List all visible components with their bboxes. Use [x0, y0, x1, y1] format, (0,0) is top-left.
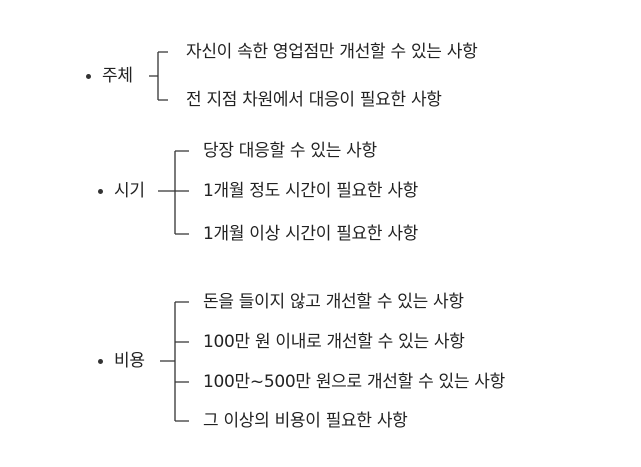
- item-timing-2: 1개월 정도 시간이 필요한 사항: [203, 181, 419, 201]
- item-cost-4: 그 이상의 비용이 필요한 사항: [203, 411, 408, 431]
- bracket-subject: [149, 51, 168, 101]
- item-timing-1: 당장 대응할 수 있는 사항: [203, 141, 377, 161]
- item-subject-1: 자신이 속한 영업점만 개선할 수 있는 사항: [186, 42, 478, 62]
- item-subject-2: 전 지점 차원에서 대응이 필요한 사항: [186, 90, 442, 110]
- item-cost-1: 돈을 들이지 않고 개선할 수 있는 사항: [203, 292, 464, 312]
- bracket-timing: [158, 150, 189, 235]
- item-timing-3: 1개월 이상 시간이 필요한 사항: [203, 224, 419, 244]
- item-cost-3: 100만~500만 원으로 개선할 수 있는 사항: [203, 372, 505, 392]
- category-label-timing: 시기: [114, 181, 145, 201]
- bullet-cost: [98, 359, 103, 364]
- item-cost-2: 100만 원 이내로 개선할 수 있는 사항: [203, 332, 465, 352]
- category-label-subject: 주체: [102, 66, 133, 86]
- bracket-cost: [160, 301, 189, 422]
- category-label-cost: 비용: [114, 351, 145, 371]
- bullet-timing: [98, 189, 103, 194]
- bullet-subject: [86, 74, 91, 79]
